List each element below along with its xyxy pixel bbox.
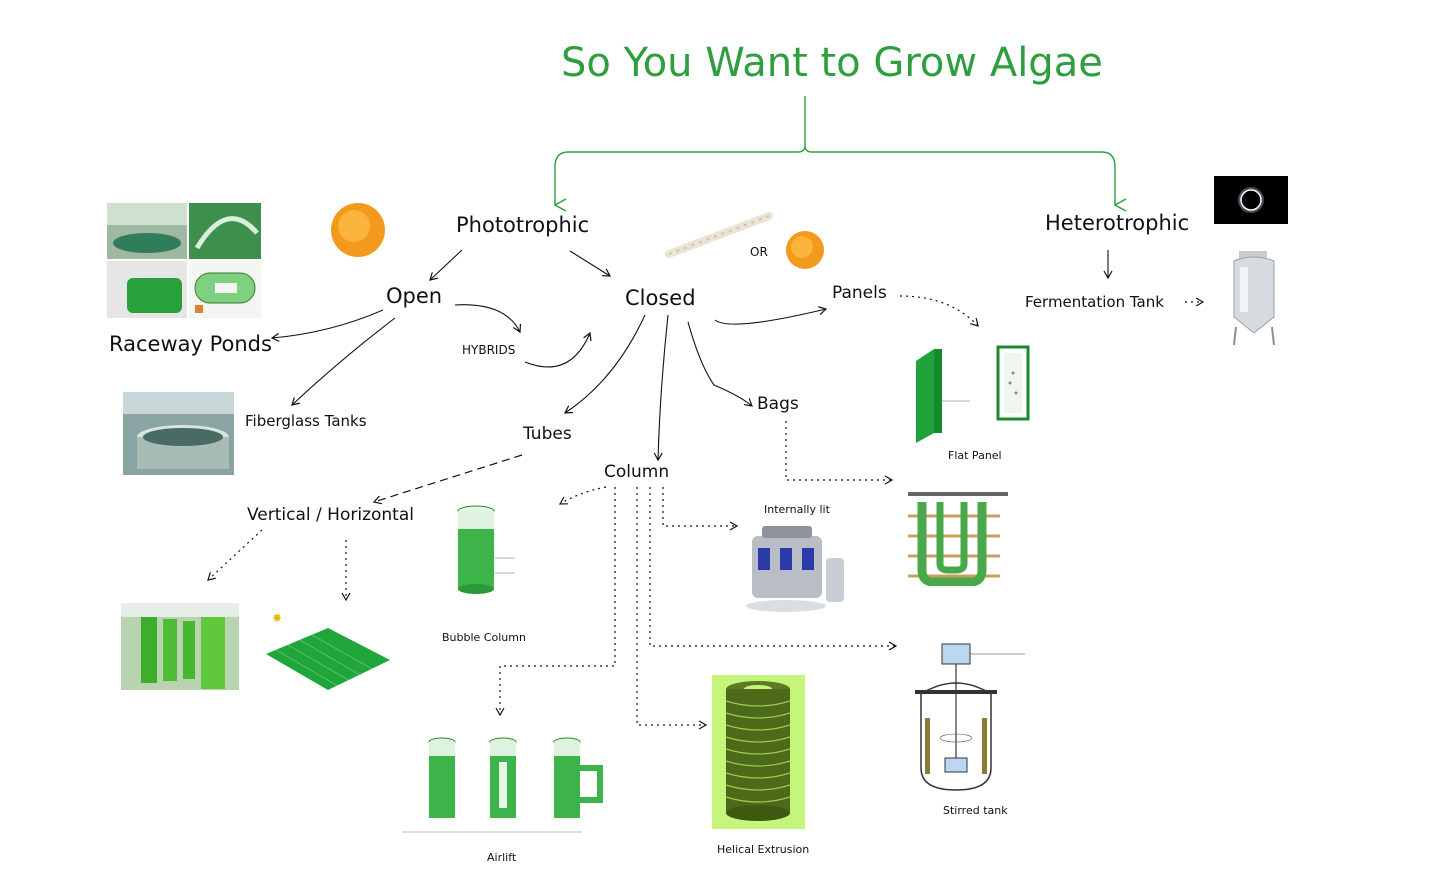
caption-airlift: Airlift: [487, 851, 517, 864]
vertical-bags-photo: [121, 603, 239, 690]
bag-reactor-diagram: [908, 492, 1008, 586]
flat-panel-diagram: [916, 345, 1030, 443]
fermentation-tank-photo: [1233, 251, 1275, 346]
fiberglass-tank-photo: [123, 392, 234, 475]
node-column: Column: [604, 462, 670, 482]
node-bags: Bags: [757, 394, 799, 414]
led-strip-icon: [665, 212, 773, 258]
node-raceway-ponds: Raceway Ponds: [109, 332, 272, 356]
node-fermentation-tank: Fermentation Tank: [1025, 293, 1164, 311]
dashed-arrow-tubes: [372, 454, 523, 505]
caption-helical-extrusion: Helical Extrusion: [717, 843, 810, 856]
caption-flat-panel: Flat Panel: [948, 449, 1002, 462]
svg-text:✸: ✸: [272, 611, 282, 625]
node-open: Open: [386, 284, 443, 308]
caption-stirred-tank: Stirred tank: [943, 804, 1008, 817]
sun-icon: [786, 231, 824, 269]
solid-arrows: [270, 249, 1113, 462]
helical-extrusion-diagram: [712, 675, 805, 829]
caption-bubble-column: Bubble Column: [442, 631, 526, 644]
node-closed: Closed: [625, 286, 696, 310]
raceway-pond-photos: [107, 203, 261, 318]
node-fiberglass-tanks: Fiberglass Tanks: [245, 412, 367, 430]
title-bracket: [553, 96, 1127, 212]
label-or: OR: [750, 245, 768, 259]
caption-internally-lit: Internally lit: [764, 503, 830, 516]
internally-lit-reactor-photo: [746, 526, 844, 612]
node-hybrids: HYBRIDS: [462, 343, 516, 357]
airlift-diagram: [402, 737, 603, 833]
sun-icon: [331, 203, 385, 257]
eclipse-icon: [1214, 176, 1288, 224]
stirred-tank-diagram: [915, 643, 1025, 791]
node-vertical-horizontal: Vertical / Horizontal: [247, 505, 414, 525]
bubble-column-diagram: [457, 505, 515, 594]
node-tubes: Tubes: [523, 424, 572, 444]
dotted-arrows: [207, 295, 1205, 730]
horizontal-tube-grid-diagram: ✸: [266, 611, 390, 690]
node-phototrophic: Phototrophic: [456, 213, 590, 237]
node-panels: Panels: [832, 283, 887, 303]
diagram-title: So You Want to Grow Algae: [561, 40, 1103, 86]
node-heterotrophic: Heterotrophic: [1045, 211, 1190, 235]
